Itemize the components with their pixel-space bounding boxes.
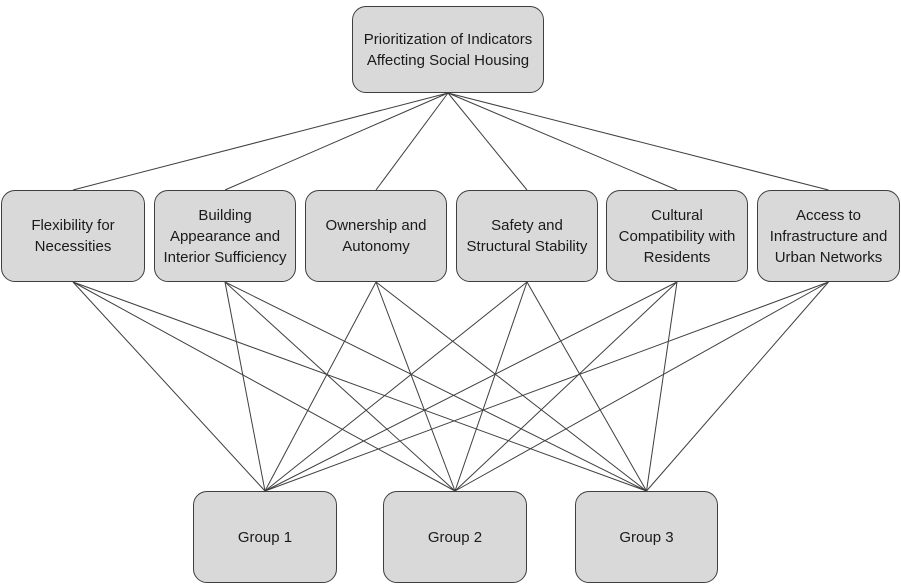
node-group-1: Group 1 — [193, 491, 337, 583]
node-criterion-safety: Safety and Structural Stability — [456, 190, 598, 282]
node-group-2: Group 2 — [383, 491, 527, 583]
node-goal-prioritization: Prioritization of Indicators Affecting S… — [352, 6, 544, 93]
node-criterion-building-appearance: Building Appearance and Interior Suffici… — [154, 190, 296, 282]
node-criterion-cultural-compatibility: Cultural Compatibility with Residents — [606, 190, 748, 282]
node-group-3: Group 3 — [575, 491, 718, 583]
node-criterion-infrastructure-access: Access to Infrastructure and Urban Netwo… — [757, 190, 900, 282]
node-criterion-flexibility: Flexibility for Necessities — [1, 190, 145, 282]
node-criterion-ownership: Ownership and Autonomy — [305, 190, 447, 282]
